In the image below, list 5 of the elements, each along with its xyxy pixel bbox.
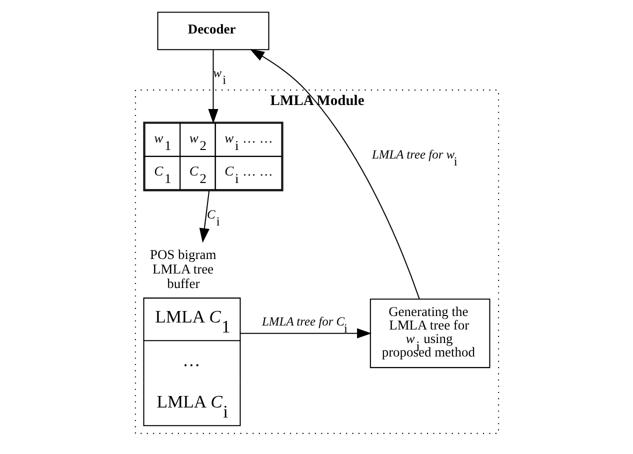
- arrow: [239, 328, 372, 338]
- node-box: Decoder: [156, 12, 269, 50]
- arrow: [198, 190, 210, 243]
- arrow: [208, 50, 218, 124]
- arrow: [249, 49, 420, 299]
